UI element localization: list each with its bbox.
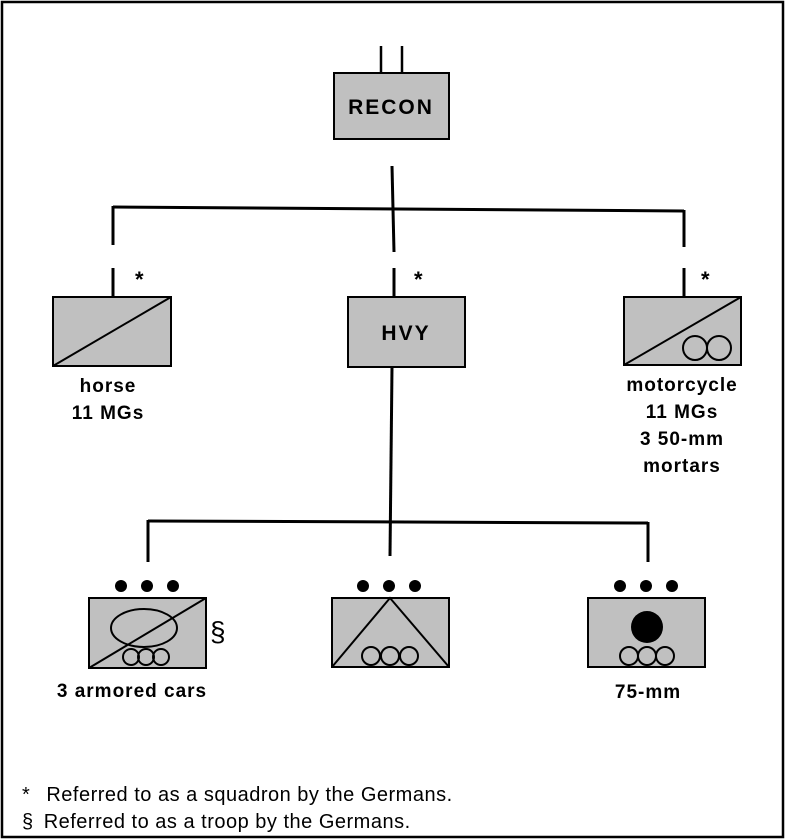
- armored-car-marker: §: [210, 616, 226, 647]
- horse-label-2: 11 MGs: [72, 403, 145, 424]
- heavy-label: HVY: [381, 322, 430, 345]
- artillery-unit: 75-mm: [587, 580, 706, 703]
- company-size-symbol: [357, 580, 421, 592]
- artillery-dot-icon: [631, 611, 663, 643]
- engineer-unit: [331, 580, 450, 668]
- wheels-icon: [361, 646, 419, 666]
- footnote-1: * Referred to as a squadron by the Germa…: [22, 784, 453, 806]
- cavalry-diagonal-icon: [88, 597, 207, 669]
- wheels-icon: [122, 648, 170, 666]
- hq-size-symbol: [379, 46, 404, 73]
- cavalry-diagonal-icon: [623, 296, 742, 366]
- footnotes: * Referred to as a squadron by the Germa…: [22, 784, 453, 833]
- artillery-label: 75-mm: [615, 682, 681, 703]
- heavy-marker: *: [414, 267, 423, 292]
- footnote-1-text: Referred to as a squadron by the Germans…: [46, 784, 452, 806]
- horse-marker: *: [135, 267, 144, 292]
- footnote-2: § Referred to as a troop by the Germans.: [22, 811, 411, 833]
- footnote-1-symbol: *: [22, 784, 30, 806]
- top-connectors: [111, 165, 686, 297]
- armored-car-label: 3 armored cars: [57, 681, 207, 702]
- armored-car-unit: § 3 armored cars: [57, 580, 226, 702]
- company-size-symbol: [614, 580, 678, 592]
- horse-label-1: horse: [80, 376, 137, 397]
- wheels-icon: [619, 646, 675, 666]
- footnote-2-symbol: §: [22, 811, 34, 833]
- heavy-connectors: [146, 366, 650, 562]
- inverted-v-icon: [331, 596, 450, 668]
- heavy-box: [347, 296, 466, 368]
- motorcycle-label-2: 11 MGs: [646, 402, 719, 423]
- armor-oval-icon: [110, 608, 178, 648]
- motorcycle-label-4: mortars: [643, 456, 721, 477]
- motorcycle-marker: *: [701, 267, 710, 292]
- footnote-2-text: Referred to as a troop by the Germans.: [44, 811, 411, 833]
- engineer-box: [331, 597, 450, 668]
- wheels-icon: [682, 335, 732, 361]
- company-size-symbol: [115, 580, 179, 592]
- heavy-unit: * HVY: [347, 267, 466, 368]
- hq-label: RECON: [348, 96, 434, 119]
- hq-box: [333, 72, 450, 140]
- motorcycle-label-3: 3 50-mm: [640, 429, 724, 450]
- cavalry-diagonal-icon: [52, 296, 172, 367]
- motorcycle-unit: * motorcycle 11 MGs 3 50-mm mortars: [623, 267, 742, 477]
- horse-unit: * horse 11 MGs: [52, 267, 172, 424]
- motorcycle-label-1: motorcycle: [626, 375, 737, 396]
- hq-unit: RECON: [333, 46, 450, 140]
